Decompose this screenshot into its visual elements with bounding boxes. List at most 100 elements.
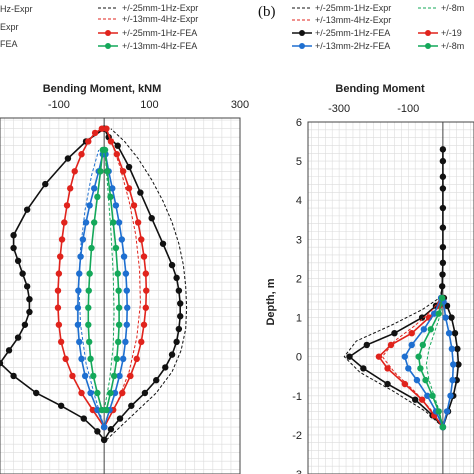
- panel-b-series-0-point: [384, 380, 391, 388]
- legend-b-label-1: +/-25mm-1Hz-Expr: [315, 3, 391, 13]
- panel-a-series-7-point: [109, 185, 116, 192]
- panel-b-series-3-point: [408, 330, 415, 337]
- panel-a-series-6-point: [76, 338, 83, 346]
- panel-a-series-3-point: [54, 304, 62, 311]
- panel-b-series-6-point: [445, 330, 453, 337]
- legend-a-marker-4: [105, 43, 111, 49]
- legend-a-label-4: +/-13mm-4Hz-FEA: [122, 41, 197, 51]
- panel-a-series-3-point: [71, 168, 78, 175]
- panel-b-series-5-line: [403, 297, 444, 428]
- panel-a-series-6-point: [75, 287, 82, 294]
- panel-a-series-1-point: [141, 389, 149, 397]
- panel-b-series-layer: [343, 146, 462, 431]
- panel-a-series-6-point: [77, 253, 84, 260]
- panel-a-series-9-point: [90, 219, 98, 226]
- panel-a-series-1-point: [168, 351, 176, 358]
- panel-b-y-tick-label: 1: [296, 313, 302, 325]
- panel-a-series-9-point: [86, 338, 93, 346]
- panel-a-series-2-line: [106, 128, 188, 441]
- panel-b-series-0-point: [439, 157, 447, 165]
- panel-b-series-0-point: [438, 283, 446, 290]
- panel-b-series-4-line: [381, 297, 444, 428]
- panel-a-series-7-point: [123, 321, 130, 328]
- panel-a-series-4-point: [140, 253, 148, 260]
- panel-a-series-3-point: [78, 389, 85, 397]
- panel-a-series-10-point: [115, 287, 122, 294]
- panel-b-series-0-point: [363, 341, 370, 349]
- panel-a-series-1-point: [128, 402, 135, 409]
- panel-a-series-7-point: [111, 389, 119, 397]
- panel-a-series-10-point: [115, 321, 123, 328]
- panel-b-series-5-point: [401, 353, 409, 360]
- legend-b-marker-4: [299, 43, 305, 49]
- panel-b-series-0-point: [439, 173, 447, 180]
- panel-b-series-6-point: [447, 392, 454, 399]
- panel-a-series-6-point: [78, 355, 85, 363]
- panel-b-y-tick-label: 4: [296, 195, 302, 207]
- panel-a-series-0-point: [26, 295, 33, 303]
- panel-b-series-6-point: [443, 408, 451, 415]
- panel-a-series-4-point: [127, 372, 134, 380]
- panel-b-y-tick-label: 6: [296, 117, 302, 129]
- panel-a-series-9-point: [97, 168, 104, 175]
- panel-a-series-10-point: [107, 389, 114, 397]
- panel-a-series-9-point: [90, 372, 97, 380]
- panel-b-y-tick-label: -1: [292, 391, 302, 403]
- panel-a-series-4-point: [125, 185, 133, 192]
- panel-a-series-4-point: [113, 151, 121, 158]
- panel-a-series-10-point: [115, 304, 123, 311]
- panel-a-series-1-point: [159, 240, 167, 247]
- panel-a-series-0-point: [57, 402, 65, 409]
- panel-a-series-1-point: [173, 274, 180, 282]
- panel-a-series-3-point: [85, 138, 92, 145]
- panel-b-series-0-point: [439, 146, 447, 153]
- panel-b-series-5-point: [420, 326, 428, 333]
- panel-b-series-1-point: [454, 345, 461, 353]
- panel-a-series-0-point: [80, 415, 87, 422]
- panel-a-series-3-point: [91, 129, 99, 137]
- panel-a-series-9-point: [88, 244, 95, 252]
- panel-b-series-2-line: [343, 286, 444, 428]
- legend-a-cropped-2: Expr: [0, 22, 19, 32]
- panel-b-y-tick-label: 5: [296, 156, 302, 168]
- panel-a-series-9-point: [86, 270, 93, 277]
- panel-a-series-3-point: [62, 355, 69, 363]
- panel-a-series-10-point: [113, 355, 121, 363]
- panel-a-series-1-point: [116, 415, 124, 422]
- panel-a-series-7-point: [122, 270, 130, 277]
- panel-a-series-3-point: [69, 372, 76, 380]
- panel-a-series-0-point: [10, 232, 17, 239]
- panel-a-series-3-point: [61, 219, 68, 226]
- panel-a-series-3-point: [57, 253, 64, 260]
- panel-b-series-7-point: [435, 408, 442, 415]
- panel-b-series-5-point: [413, 376, 421, 384]
- panel-b-series-1-point: [448, 314, 455, 321]
- panel-a-series-9-point: [85, 321, 92, 328]
- panel-a-series-3-point: [66, 185, 74, 192]
- panel-a-series-11-line: [103, 154, 115, 411]
- panel-a-series-7-point: [122, 338, 129, 346]
- panel-a-series-10-point: [110, 219, 117, 226]
- panel-a-series-1-point: [137, 189, 144, 196]
- panel-a-series-7-point: [120, 253, 128, 260]
- panel-a-series-0-point: [14, 334, 22, 341]
- panel-a-series-0-point: [21, 321, 29, 328]
- panel-b-y-tick-label: 2: [296, 273, 302, 285]
- legend-a-cropped-1: Hz-Expr: [0, 4, 33, 14]
- panel-a-series-9-point: [94, 389, 101, 397]
- panel-b-series-1-point: [455, 361, 462, 368]
- panel-b-series-7-point: [438, 294, 446, 302]
- panel-b-label: (b): [258, 4, 276, 20]
- panel-b-series-0-point: [391, 330, 398, 337]
- legend-a-label-1: +/-25mm-1Hz-Expr: [122, 3, 198, 13]
- panel-a-series-4-point: [138, 236, 145, 243]
- panel-a-series-3-point: [89, 406, 97, 414]
- panel-b-series-0-point: [412, 396, 419, 403]
- panel-b-series-7-point: [415, 353, 422, 360]
- panel-a-series-4-point: [142, 270, 150, 277]
- panel-a-series-3-point: [98, 125, 106, 132]
- panel-a-series-6-point: [81, 372, 89, 380]
- panel-a-series-1-point: [177, 300, 184, 307]
- panel-b-x-tick-label: -100: [397, 103, 419, 115]
